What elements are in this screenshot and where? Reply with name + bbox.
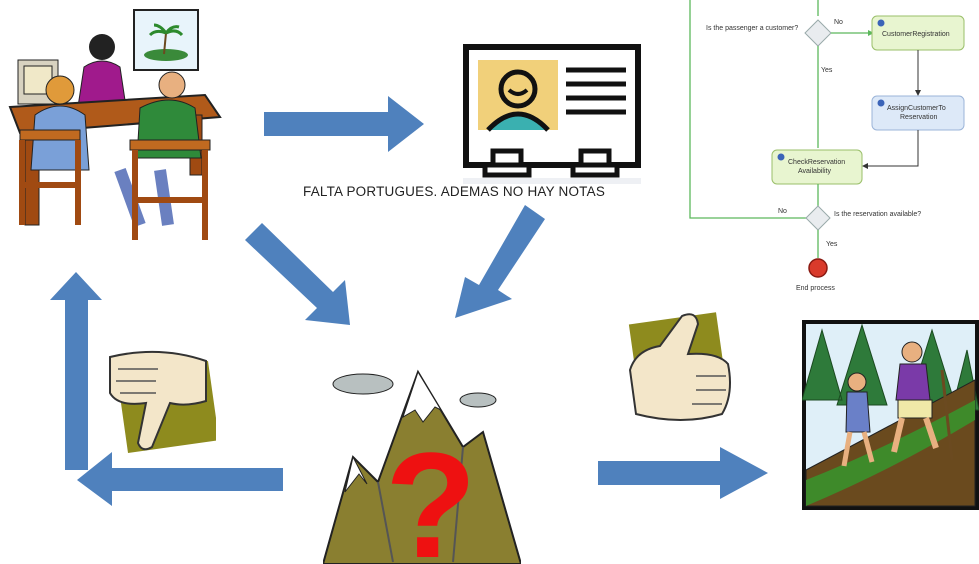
yes-label-2: Yes [826,241,838,248]
end-label: End process [796,285,835,292]
task-assign-line1: AssignCustomerTo [887,105,946,112]
arrow-diagonal-left [245,223,350,325]
task-check-line2: Availability [798,168,831,175]
arrow-up-left [50,272,102,470]
task-check-line1: CheckReservation [788,159,845,166]
task-customer-registration-label: CustomerRegistration [882,31,950,38]
office-meeting-clipart [8,9,222,240]
decision-reservation-label: Is the reservation available? [834,211,921,218]
id-card-icon [463,44,641,184]
mountain-question-clipart: ? [323,369,521,564]
task-assign-customer [871,95,965,131]
no-label-2: No [778,208,787,215]
flowchart-diagram: Is the passenger a customer? No Customer… [689,0,965,292]
task-check-reservation [771,149,863,185]
decision-reservation [805,205,831,231]
no-label-1: No [834,19,843,26]
decision-customer-label: Is the passenger a customer? [706,25,798,32]
question-mark: ? [385,421,477,564]
end-event [808,258,828,278]
arrow-left-bottom [77,452,283,506]
decision-customer [804,19,832,47]
arrow-right-top [264,96,424,152]
arrow-diagonal-right [455,205,545,318]
task-assign-line2: Reservation [900,114,937,121]
thumbs-down-icon [109,350,216,454]
thumbs-up-icon [628,312,731,421]
caption-text: FALTA PORTUGUES. ADEMAS NO HAY NOTAS [303,184,606,199]
hikers-clipart [802,320,979,510]
yes-label-1: Yes [821,67,833,74]
arrow-right-bottom [598,447,768,499]
